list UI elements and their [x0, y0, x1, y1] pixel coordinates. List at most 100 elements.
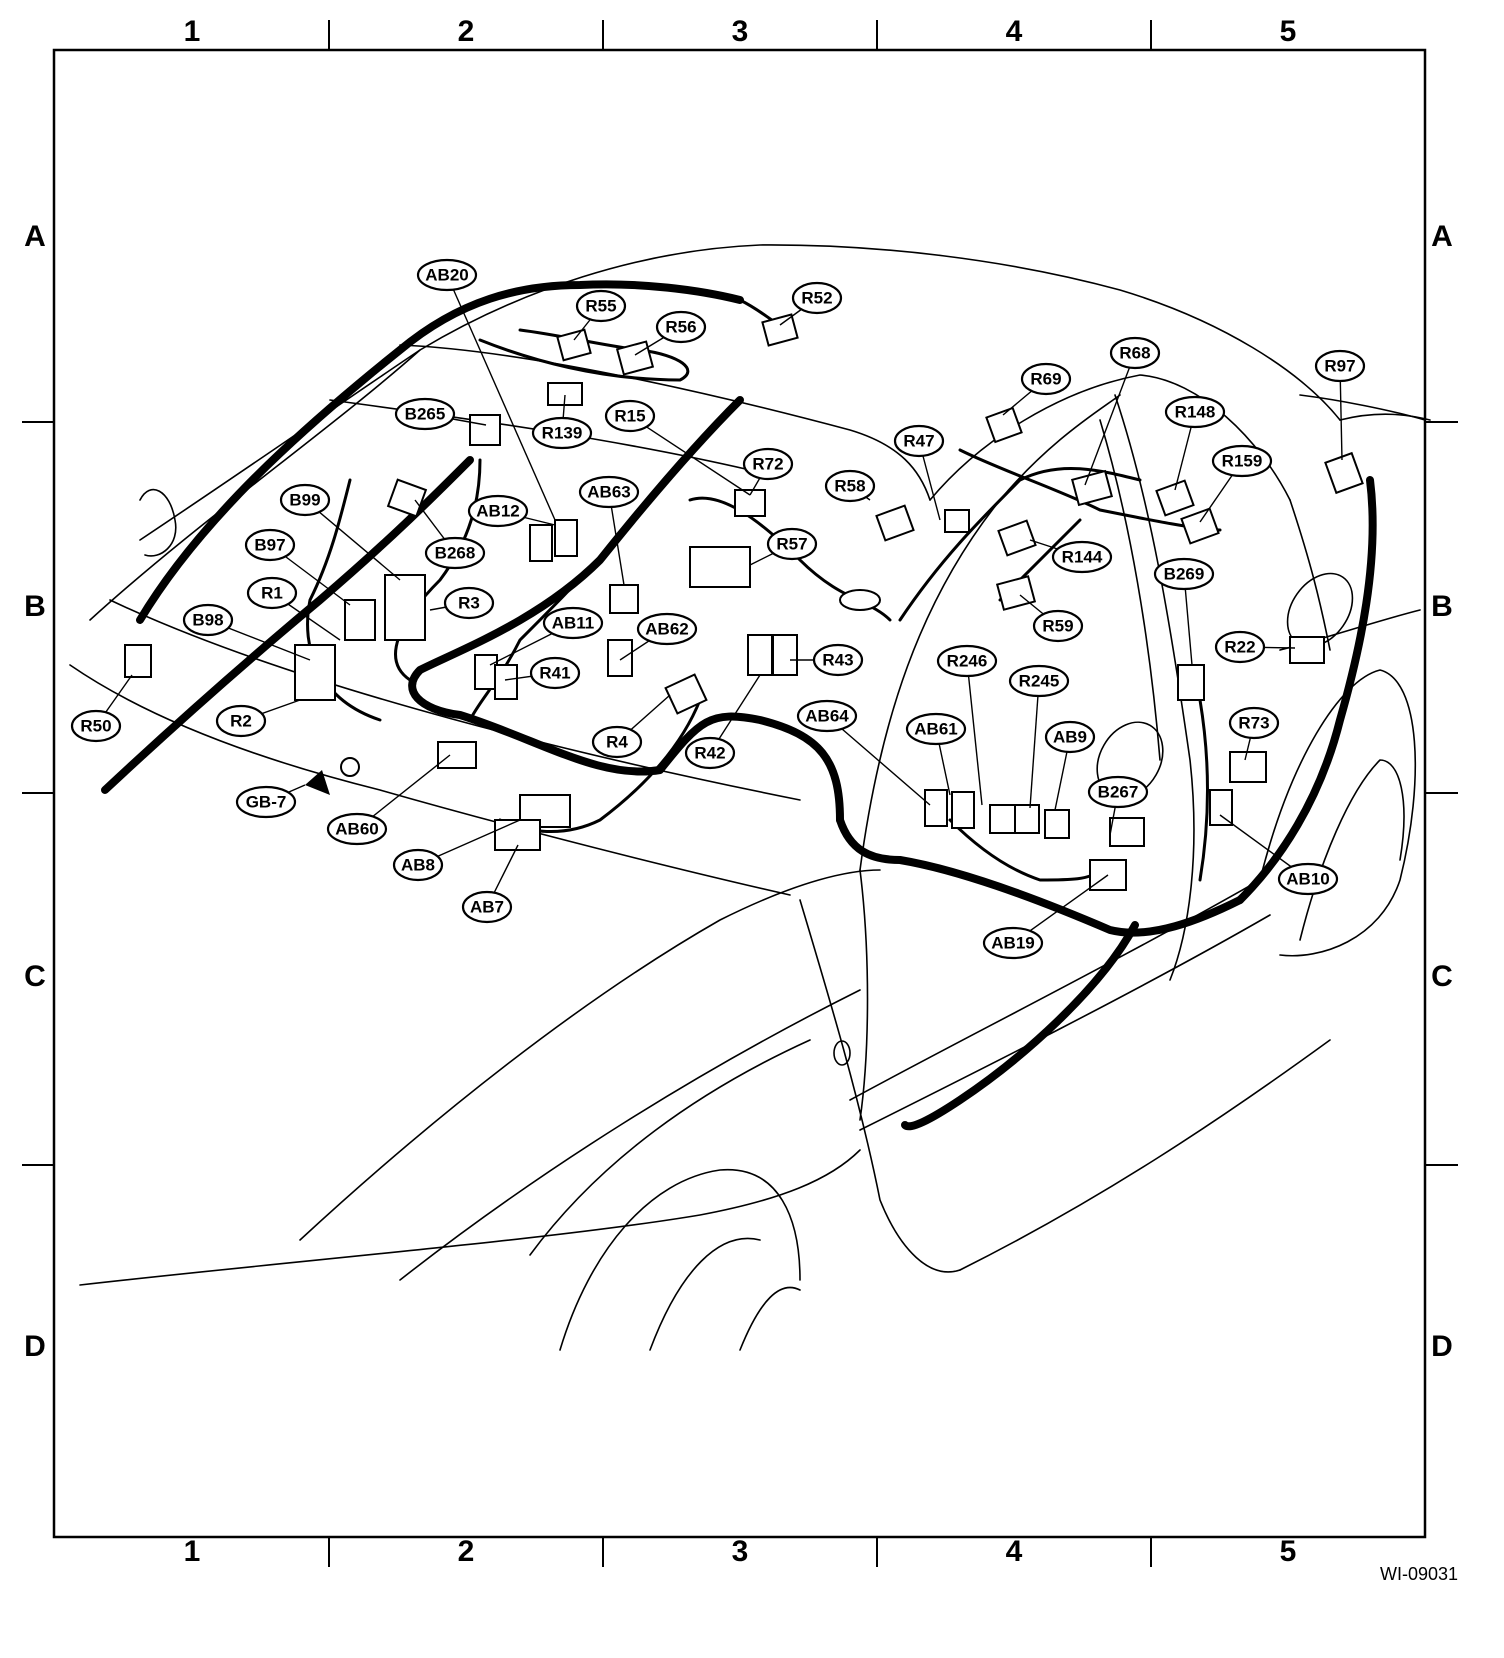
grid-row-right-d: D	[1431, 1330, 1453, 1363]
callout-ab64: AB64	[796, 699, 931, 806]
callout-ab20: AB20	[416, 258, 556, 521]
callout-bubble-ab61	[905, 712, 967, 746]
connector-label-r50: R50	[80, 716, 111, 735]
callout-bubble-ab64	[796, 699, 858, 733]
callout-ab10: AB10	[1219, 814, 1339, 896]
connector-label-b267: B267	[1098, 782, 1139, 801]
callout-r3: R3	[429, 586, 495, 620]
callout-bubble-r57	[766, 527, 818, 561]
connector-label-b268: B268	[435, 543, 476, 562]
callout-bubble-r43	[812, 643, 864, 677]
grid-column-bottom-1: 1	[184, 1535, 201, 1568]
connector-label-b97: B97	[254, 535, 285, 554]
connector-label-r72: R72	[752, 454, 783, 473]
callout-bubble-ab10	[1277, 862, 1339, 896]
callout-r139: R139	[531, 394, 593, 450]
callout-ab60: AB60	[326, 754, 451, 846]
drawing-reference-code: WI-09031	[1380, 1564, 1458, 1584]
grid-row-left-b: B	[24, 590, 46, 623]
callout-bubble-r245	[1008, 664, 1070, 698]
callout-bubble-b97	[244, 528, 296, 562]
connector-symbols	[124, 313, 1364, 891]
connector-label-r139: R139	[542, 423, 583, 442]
connector-label-r1: R1	[261, 583, 283, 602]
connector-label-r43: R43	[822, 650, 853, 669]
connector-label-r59: R59	[1042, 616, 1073, 635]
callout-bubble-r22	[1214, 630, 1266, 664]
callout-r56: R56	[634, 310, 707, 356]
leader-line-r68	[1084, 352, 1136, 486]
callout-r68: R68	[1084, 336, 1161, 486]
connector-label-b269: B269	[1164, 564, 1205, 583]
callout-r246: R246	[936, 644, 998, 806]
leader-line-ab20	[446, 274, 556, 521]
callout-r57: R57	[749, 527, 818, 566]
connector-label-b265: B265	[405, 404, 446, 423]
connector-label-ab12: AB12	[476, 501, 519, 520]
connector-label-r4: R4	[606, 732, 628, 751]
connector-label-r245: R245	[1019, 671, 1060, 690]
connector-label-r56: R56	[665, 317, 696, 336]
grid-row-labels-right: A B C D	[1431, 220, 1453, 1363]
callout-bubble-b269	[1153, 557, 1215, 591]
connector-label-r97: R97	[1324, 356, 1355, 375]
callout-r55: R55	[573, 289, 627, 341]
grid-column-top-5: 5	[1280, 15, 1297, 48]
callout-bubble-r144	[1051, 540, 1113, 574]
callout-gb-7: GB-7	[235, 784, 306, 819]
connector-label-r47: R47	[903, 431, 934, 450]
callout-r72: R72	[742, 447, 794, 496]
connector-label-ab62: AB62	[645, 619, 688, 638]
callout-r58: R58	[824, 469, 876, 503]
connector-label-ab20: AB20	[425, 265, 468, 284]
callout-bubble-r52	[791, 281, 843, 315]
callout-ab7: AB7	[461, 844, 519, 924]
callout-bubble-ab9	[1044, 720, 1096, 754]
callout-r159: R159	[1199, 444, 1273, 523]
callout-r97: R97	[1314, 349, 1366, 461]
connector-label-ab11: AB11	[552, 613, 595, 632]
callout-bubble-r97	[1314, 349, 1366, 383]
callout-ab19: AB19	[982, 874, 1109, 960]
callout-bubble-r69	[1020, 362, 1072, 396]
callout-bubble-r50	[70, 709, 122, 743]
callout-bubble-ab62	[636, 612, 698, 646]
callout-ab9: AB9	[1044, 720, 1096, 811]
connector-label-ab63: AB63	[587, 482, 630, 501]
connector-label-r52: R52	[801, 288, 832, 307]
callout-b268: B268	[414, 499, 486, 570]
callout-bubble-r56	[655, 310, 707, 344]
callout-r59: R59	[1019, 594, 1084, 643]
grid-row-left-a: A	[24, 220, 46, 253]
grid-row-right-a: A	[1431, 220, 1453, 253]
callout-bubble-r47	[893, 424, 945, 458]
grid-row-right-b: B	[1431, 590, 1453, 623]
callout-bubble-b99	[279, 483, 331, 517]
connector-label-r246: R246	[947, 651, 988, 670]
callout-r4: R4	[591, 694, 671, 759]
callout-bubble-r42	[684, 736, 736, 770]
callout-bubble-b267	[1087, 775, 1149, 809]
callout-r52: R52	[779, 281, 843, 326]
callout-b267: B267	[1087, 775, 1149, 836]
connector-label-ab19: AB19	[991, 933, 1034, 952]
connector-label-ab60: AB60	[335, 819, 378, 838]
callout-bubble-ab7	[461, 890, 513, 924]
callout-ab12: AB12	[467, 494, 556, 528]
connector-label-r55: R55	[585, 296, 616, 315]
callout-r245: R245	[1008, 664, 1070, 809]
connector-label-r3: R3	[458, 593, 480, 612]
callout-r47: R47	[893, 424, 945, 521]
grid-row-right-c: C	[1431, 960, 1453, 993]
connector-label-r69: R69	[1030, 369, 1061, 388]
connector-label-r58: R58	[834, 476, 865, 495]
callout-r69: R69	[1002, 362, 1072, 416]
connector-label-r144: R144	[1062, 547, 1103, 566]
leader-line-r246	[966, 660, 983, 806]
connector-label-b98: B98	[192, 610, 223, 629]
connector-label-ab64: AB64	[805, 706, 849, 725]
callout-bubble-ab19	[982, 926, 1044, 960]
